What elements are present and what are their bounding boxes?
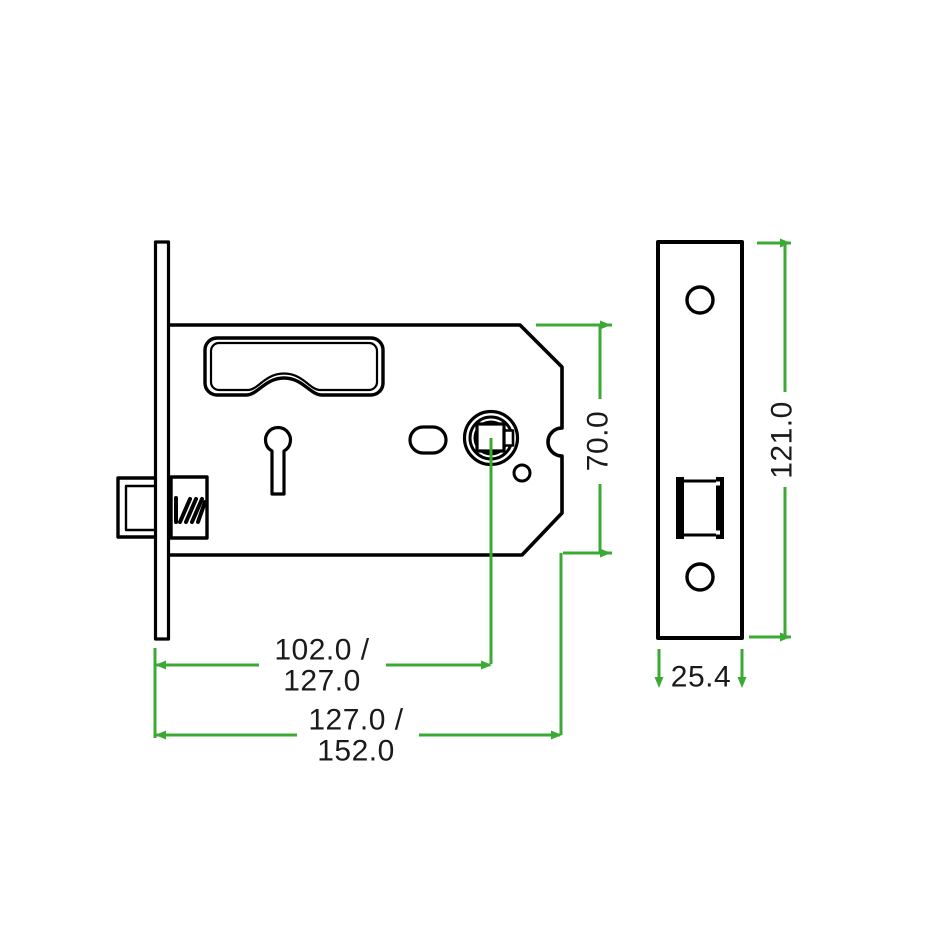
- dim-case-depth-line2: 152.0: [317, 735, 395, 768]
- lock-case-outline: [166, 323, 564, 557]
- dimension-backset: 102.0 / 127.0: [153, 438, 493, 738]
- latch-notch-top: [716, 481, 720, 486]
- arrow-icon: [600, 548, 611, 558]
- screw-hole-top: [685, 285, 715, 315]
- dim-faceplate-width-label: 25.4: [671, 661, 731, 694]
- small-fixing-hole: [512, 463, 532, 483]
- keyhole: [263, 426, 293, 496]
- oval-slot: [408, 425, 448, 455]
- latch-opening: [676, 477, 724, 539]
- faceplate-outline: [656, 240, 744, 640]
- latch-opening-right-bar: [716, 477, 724, 539]
- latch-notch-bottom: [716, 530, 720, 535]
- arrow-icon: [600, 320, 611, 330]
- bolt-spring: [174, 496, 207, 524]
- arrow-icon: [654, 677, 664, 688]
- dimension-faceplate-width: 25.4: [654, 649, 747, 694]
- arrow-icon: [481, 660, 492, 670]
- arrow-icon: [155, 730, 166, 740]
- faceplate-side-profile: [153, 240, 171, 641]
- arrow-icon: [780, 238, 791, 248]
- dimension-faceplate-length: 121.0: [749, 238, 799, 642]
- latch-opening-left-bar: [676, 477, 684, 539]
- dimension-case-depth: 127.0 / 152.0: [155, 553, 563, 768]
- dim-case-depth-line1: 127.0 /: [308, 704, 403, 737]
- dim-faceplate-length-label: 121.0: [766, 401, 799, 479]
- dim-backset-line2: 127.0: [283, 665, 361, 698]
- dimension-case-height: 70.0: [536, 320, 615, 558]
- dim-case-height-label: 70.0: [582, 411, 615, 471]
- dim-backset-line1: 102.0 /: [274, 634, 369, 667]
- arrow-icon: [780, 632, 791, 642]
- screw-hole-bottom: [685, 562, 715, 592]
- arrow-icon: [737, 677, 747, 688]
- arrow-icon: [155, 660, 166, 670]
- spring-cutout-outer: [203, 336, 385, 397]
- bolt-head-inner-line: [124, 484, 159, 532]
- arrow-icon: [551, 730, 562, 740]
- spring-cutout-inner: [209, 341, 379, 392]
- lock-case-side-view: [116, 240, 564, 641]
- faceplate-front-view: [656, 240, 744, 640]
